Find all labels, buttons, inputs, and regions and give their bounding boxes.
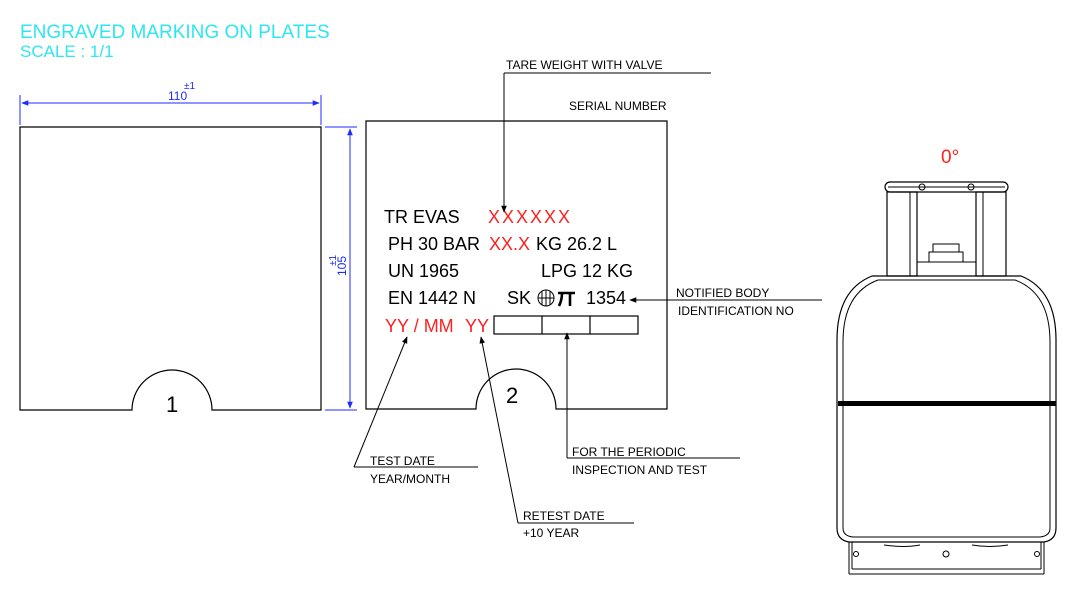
marking-tare: XX.X [489, 234, 530, 254]
height-tolerance: ±1 [328, 255, 339, 266]
width-value: 110 [168, 89, 187, 103]
callout-notified-body: NOTIFIED BODY IDENTIFICATION NO [629, 286, 822, 318]
plate-2: 2 TR EVAS XXXXXX PH 30 BAR XX.X KG 26.2 … [365, 120, 668, 410]
marking-test-pressure: PH 30 BAR [388, 234, 480, 254]
width-tolerance: ±1 [184, 81, 195, 92]
callout-tare-label: TARE WEIGHT WITH VALVE [506, 58, 662, 72]
marking-notified-number: 1354 [586, 288, 626, 308]
plate-2-label: 2 [506, 383, 518, 408]
callout-test-date: TEST DATE YEAR/MONTH [353, 336, 478, 486]
drawing-scale: SCALE : 1/1 [20, 42, 114, 61]
callout-retest-date: RETEST DATE +10 YEAR [479, 336, 634, 540]
height-dimension: 105 ±1 [325, 126, 357, 411]
marking-country: SK [507, 288, 531, 308]
marking-lpg: LPG 12 KG [541, 261, 633, 281]
gas-cylinder: 0° [836, 147, 1057, 575]
callout-periodic: FOR THE PERIODIC INSPECTION AND TEST [564, 332, 740, 477]
drawing-title: ENGRAVED MARKING ON PLATES [20, 22, 330, 43]
callout-retest-2: +10 YEAR [523, 526, 579, 540]
pi-mark-icon [557, 291, 575, 307]
marking-test-date: YY / MM [385, 316, 454, 336]
marking-en: EN 1442 N [388, 288, 476, 308]
cylinder-base-ring [848, 542, 1045, 575]
callout-retest-1: RETEST DATE [523, 509, 605, 523]
marking-tr-evas: TR EVAS [384, 207, 460, 227]
inspection-box [493, 315, 639, 335]
cylinder-orientation: 0° [941, 147, 959, 168]
callout-periodic-2: INSPECTION AND TEST [572, 463, 708, 477]
height-value: 105 [335, 256, 349, 276]
plate-1-label: 1 [166, 392, 178, 417]
plate-1: 1 [19, 126, 322, 417]
width-dimension: 110 ±1 [19, 81, 322, 125]
globe-mark-icon [537, 289, 555, 307]
callout-periodic-1: FOR THE PERIODIC [572, 445, 686, 459]
marking-retest-date: YY [465, 316, 489, 336]
marking-kg-volume: KG 26.2 L [536, 234, 617, 254]
callout-tare-weight: TARE WEIGHT WITH VALVE [501, 58, 711, 213]
marking-un: UN 1965 [388, 261, 459, 281]
callout-notified-2: IDENTIFICATION NO [678, 304, 794, 318]
marking-serial: XXXXXX [488, 207, 572, 227]
callout-serial-label: SERIAL NUMBER [569, 99, 667, 113]
callout-notified-1: NOTIFIED BODY [676, 286, 769, 300]
cylinder-weld-band [838, 401, 1056, 406]
cylinder-shroud [884, 181, 1009, 277]
callout-test-2: YEAR/MONTH [370, 472, 450, 486]
callout-test-1: TEST DATE [370, 454, 435, 468]
